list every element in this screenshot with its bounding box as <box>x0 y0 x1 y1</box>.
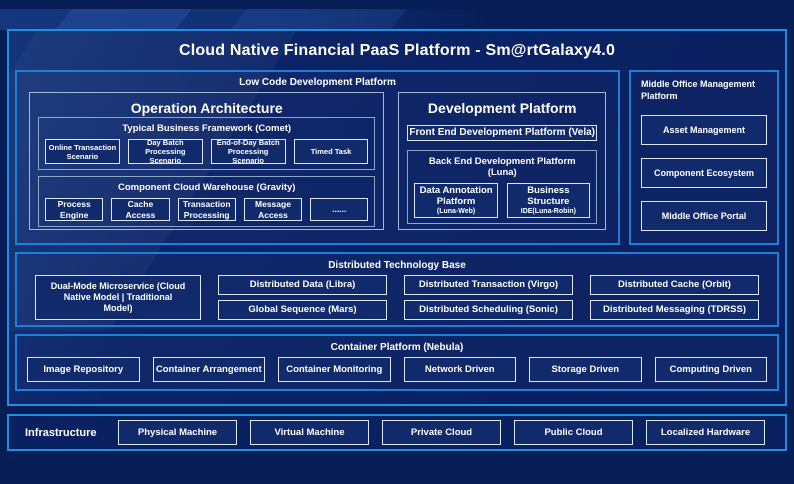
distributed-column-3: Distributed Cache (Orbit) Distributed Me… <box>590 275 759 320</box>
leaf-day-batch-processing-scenario: Day Batch Processing Scenario <box>127 138 203 165</box>
section-low-code-development-platform: Low Code Development Platform Operation … <box>15 70 620 245</box>
leaf-end-of-day-batch-processing-scenario: End-of-Day Batch Processing Scenario <box>210 138 286 165</box>
middle-office-label: Middle Office Management Platform <box>641 79 756 102</box>
back-end-items-row: Data Annotation Platform (Luna-Web) Busi… <box>414 183 590 218</box>
low-code-content: Operation Architecture Typical Business … <box>29 92 606 230</box>
leaf-distributed-cache: Distributed Cache (Orbit) <box>590 275 759 295</box>
comet-items-row: Online Transaction Scenario Day Batch Pr… <box>45 138 369 165</box>
gravity-items-row: Process Engine Cache Access Transaction … <box>45 198 369 221</box>
leaf-component-ecosystem: Component Ecosystem <box>641 158 767 189</box>
development-platform-box: Development Platform Front End Developme… <box>398 92 606 230</box>
leaf-localized-hardware: Localized Hardware <box>646 420 765 445</box>
container-platform-content: Image Repository Container Arrangement C… <box>27 357 767 382</box>
distributed-column-2: Distributed Transaction (Virgo) Distribu… <box>404 275 573 320</box>
leaf-image-repository: Image Repository <box>27 357 140 382</box>
operation-architecture-box: Operation Architecture Typical Business … <box>29 92 385 230</box>
leaf-physical-machine: Physical Machine <box>118 420 237 445</box>
leaf-data-annotation-platform: Data Annotation Platform (Luna-Web) <box>414 183 498 218</box>
leaf-cache-access: Cache Access <box>111 198 170 221</box>
leaf-middle-office-portal: Middle Office Portal <box>641 201 767 232</box>
business-structure-line3: IDE(Luna-Robin) <box>520 207 576 215</box>
data-annotation-line3: (Luna-Web) <box>436 207 476 215</box>
leaf-distributed-scheduling: Distributed Scheduling (Sonic) <box>404 300 573 320</box>
leaf-timed-task: Timed Task <box>293 139 369 164</box>
component-cloud-warehouse-title: Component Cloud Warehouse (Gravity) <box>117 182 296 193</box>
business-structure-line2: Structure <box>527 196 570 208</box>
top-row: Low Code Development Platform Operation … <box>15 70 779 245</box>
typical-business-framework-title: Typical Business Framework (Comet) <box>122 123 292 134</box>
leaf-distributed-transaction: Distributed Transaction (Virgo) <box>404 275 573 295</box>
decorative-streaks <box>0 9 540 30</box>
section-distributed-technology-base: Distributed Technology Base Dual-Mode Mi… <box>15 252 779 327</box>
development-platform-title: Development Platform <box>427 100 577 116</box>
leaf-storage-driven: Storage Driven <box>529 357 642 382</box>
data-annotation-line2: Platform <box>436 196 476 208</box>
leaf-container-monitoring: Container Monitoring <box>278 357 391 382</box>
leaf-message-access: Message Access <box>243 198 303 221</box>
section-infrastructure: Infrastructure Physical Machine Virtual … <box>7 414 787 451</box>
typical-business-framework-box: Typical Business Framework (Comet) Onlin… <box>38 117 376 170</box>
component-cloud-warehouse-box: Component Cloud Warehouse (Gravity) Proc… <box>38 176 376 227</box>
leaf-public-cloud: Public Cloud <box>514 420 633 445</box>
leaf-global-sequence: Global Sequence (Mars) <box>218 300 387 320</box>
section-middle-office-management-platform: Middle Office Management Platform Asset … <box>629 70 779 245</box>
business-structure-line1: Business <box>527 184 570 196</box>
leaf-business-structure-ide: Business Structure IDE(Luna-Robin) <box>506 183 590 218</box>
leaf-asset-management: Asset Management <box>641 115 767 146</box>
infrastructure-label: Infrastructure <box>25 426 97 439</box>
leaf-transaction-processing: Transaction Processing <box>177 198 236 221</box>
leaf-private-cloud: Private Cloud <box>382 420 501 445</box>
leaf-computing-driven: Computing Driven <box>654 357 767 382</box>
leaf-process-engine: Process Engine <box>45 198 104 221</box>
container-platform-label: Container Platform (Nebula) <box>330 342 464 353</box>
leaf-distributed-data: Distributed Data (Libra) <box>218 275 387 295</box>
leaf-network-driven: Network Driven <box>403 357 516 382</box>
leaf-container-arrangement: Container Arrangement <box>152 357 265 382</box>
operation-architecture-title: Operation Architecture <box>130 100 283 116</box>
back-end-development-platform-title: Back End Development Platform (Luna) <box>428 156 576 178</box>
leaf-distributed-messaging: Distributed Messaging (TDRSS) <box>590 300 759 320</box>
platform-panel: Cloud Native Financial PaaS Platform - S… <box>7 29 787 406</box>
low-code-label: Low Code Development Platform <box>239 77 396 88</box>
leaf-online-transaction-scenario: Online Transaction Scenario <box>45 139 120 164</box>
back-end-development-platform-box: Back End Development Platform (Luna) Dat… <box>407 150 597 224</box>
leaf-virtual-machine: Virtual Machine <box>250 420 369 445</box>
leaf-ellipsis: ...... <box>310 198 369 221</box>
page-title: Cloud Native Financial PaaS Platform - S… <box>178 42 616 59</box>
distributed-content: Dual-Mode Microservice (Cloud Native Mod… <box>35 275 759 320</box>
data-annotation-line1: Data Annotation <box>419 184 493 196</box>
leaf-front-end-development-platform: Front End Development Platform (Vela) <box>407 125 597 141</box>
leaf-dual-mode-microservice: Dual-Mode Microservice (Cloud Native Mod… <box>35 275 201 320</box>
distributed-column-1: Distributed Data (Libra) Global Sequence… <box>218 275 387 320</box>
panel-rows: Low Code Development Platform Operation … <box>15 70 779 391</box>
section-container-platform: Container Platform (Nebula) Image Reposi… <box>15 334 779 391</box>
distributed-label: Distributed Technology Base <box>328 260 466 271</box>
